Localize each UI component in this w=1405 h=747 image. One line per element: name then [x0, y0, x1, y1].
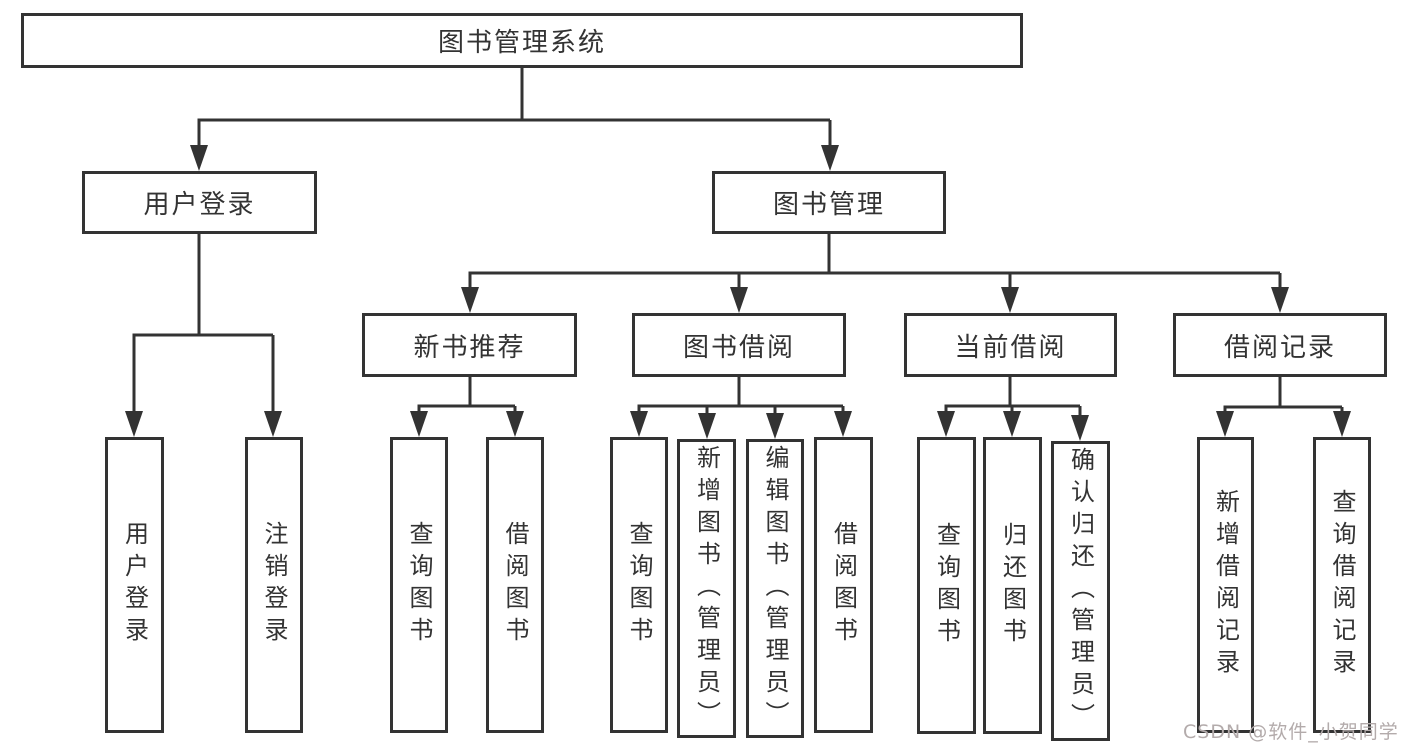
node-user-login-label: 用户登录	[143, 190, 256, 220]
leaf-user-login: 用户登录	[105, 437, 164, 733]
arrowhead-icon	[506, 411, 524, 437]
arrowhead-icon	[1071, 415, 1089, 441]
node-new-book-recommend-label: 新书推荐	[413, 332, 526, 363]
node-book-borrow-label: 图书借阅	[682, 332, 795, 363]
arrowhead-icon	[630, 411, 648, 437]
arrowhead-icon	[1003, 411, 1021, 437]
leaf-logout-label: 注销登录	[260, 521, 288, 649]
leaf-borrow-add-books-admin: 新增图书（管理员）	[677, 439, 736, 738]
leaf-records-add-record: 新增借阅记录	[1197, 437, 1254, 733]
arrowhead-icon	[125, 411, 143, 437]
arrowhead-icon	[821, 145, 839, 171]
node-root: 图书管理系统	[21, 13, 1023, 68]
connector-edges	[132, 68, 1344, 418]
leaf-borrow-add-books-admin-label: 新增图书（管理员）	[692, 444, 721, 733]
node-borrow-records: 借阅记录	[1173, 313, 1387, 377]
leaf-current-return-books: 归还图书	[983, 437, 1042, 734]
leaf-records-add-record-label: 新增借阅记录	[1211, 489, 1240, 681]
leaf-current-return-books-label: 归还图书	[998, 521, 1027, 650]
leaf-current-query-books-label: 查询图书	[932, 521, 961, 650]
leaf-borrow-edit-books-admin-label: 编辑图书（管理员）	[761, 444, 789, 733]
node-book-manage-label: 图书管理	[772, 190, 885, 220]
leaf-current-confirm-return-admin: 确认归还（管理员）	[1051, 441, 1110, 741]
leaf-records-query-record-label: 查询借阅记录	[1328, 489, 1356, 681]
leaf-recommend-borrow-books: 借阅图书	[486, 437, 544, 733]
arrowhead-icon	[730, 287, 748, 313]
arrowhead-icon	[698, 413, 716, 439]
leaf-borrow-query-books: 查询图书	[610, 437, 668, 733]
arrowheads	[125, 145, 1351, 441]
leaf-recommend-borrow-books-label: 借阅图书	[501, 521, 529, 649]
node-root-label: 图书管理系统	[437, 28, 606, 58]
arrowhead-icon	[766, 413, 784, 439]
leaf-borrow-edit-books-admin: 编辑图书（管理员）	[746, 439, 804, 738]
leaf-recommend-query-books: 查询图书	[390, 437, 448, 733]
leaf-borrow-borrow-books-label: 借阅图书	[829, 521, 858, 649]
arrowhead-icon	[937, 411, 955, 437]
arrowhead-icon	[1001, 287, 1019, 313]
leaf-current-query-books: 查询图书	[917, 437, 976, 734]
arrowhead-icon	[461, 287, 479, 313]
node-book-borrow: 图书借阅	[632, 313, 846, 377]
leaf-records-query-record: 查询借阅记录	[1313, 437, 1371, 733]
csdn-watermark: CSDN @软件_小贺同学	[1183, 721, 1399, 743]
leaf-borrow-query-books-label: 查询图书	[625, 521, 653, 649]
arrowhead-icon	[410, 411, 428, 437]
leaf-logout: 注销登录	[245, 437, 303, 733]
arrowhead-icon	[190, 145, 208, 171]
node-borrow-records-label: 借阅记录	[1223, 332, 1336, 363]
node-current-borrow: 当前借阅	[904, 313, 1117, 377]
arrowhead-icon	[1333, 411, 1351, 437]
arrowhead-icon	[1216, 411, 1234, 437]
arrowhead-icon	[1271, 287, 1289, 313]
node-user-login: 用户登录	[82, 171, 317, 234]
node-current-borrow-label: 当前借阅	[954, 332, 1067, 363]
leaf-borrow-borrow-books: 借阅图书	[814, 437, 873, 733]
leaf-current-confirm-return-admin-label: 确认归还（管理员）	[1066, 447, 1095, 735]
node-new-book-recommend: 新书推荐	[362, 313, 577, 377]
leaf-user-login-label: 用户登录	[120, 521, 149, 649]
arrowhead-icon	[264, 411, 282, 437]
node-book-manage: 图书管理	[712, 171, 946, 234]
arrowhead-icon	[834, 411, 852, 437]
leaf-recommend-query-books-label: 查询图书	[405, 521, 433, 649]
